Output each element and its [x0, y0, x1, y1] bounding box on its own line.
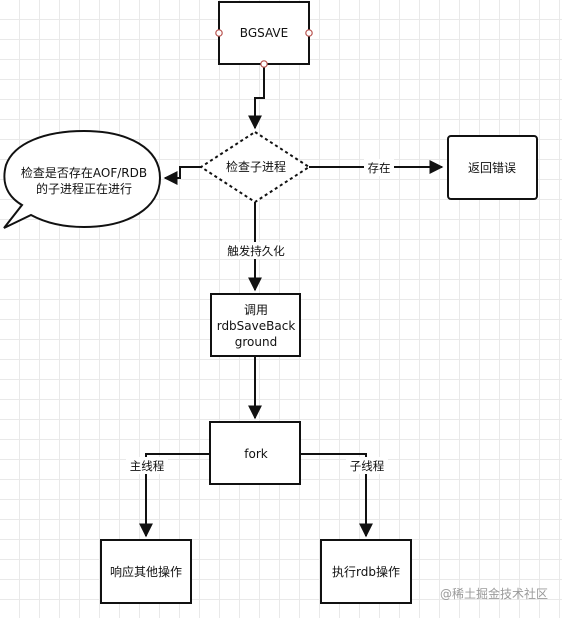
connection-point-left[interactable] — [215, 29, 223, 37]
edge-fork-to-respond — [139, 453, 210, 538]
edge-label-main-thread: 主线程 — [126, 457, 168, 474]
edge-label-child-thread: 子线程 — [346, 457, 388, 474]
node-callout-line1: 检查是否存在AOF/RDB — [21, 165, 147, 180]
node-fork[interactable]: fork — [209, 421, 301, 485]
node-return-error-label: 返回错误 — [468, 161, 516, 175]
node-respond-other-label: 响应其他操作 — [110, 564, 182, 579]
edge-fork-to-exec — [300, 453, 373, 538]
node-bgsave-label: BGSAVE — [240, 26, 288, 40]
watermark: @稀土掘金技术社区 — [440, 586, 548, 601]
node-check-child-label: 检查子进程 — [226, 159, 286, 174]
connection-point-right[interactable] — [305, 29, 313, 37]
edge-bgsave-to-check — [248, 64, 265, 130]
node-fork-label: fork — [244, 447, 268, 461]
node-callout-bubble[interactable]: 检查是否存在AOF/RDB 的子进程正在进行 — [3, 129, 162, 229]
edge-check-to-callout — [163, 166, 204, 185]
edge-label-main-thread-text: 主线程 — [130, 459, 165, 473]
node-check-child-decision[interactable]: 检查子进程 — [199, 130, 311, 204]
edge-label-trigger-text: 触发持久化 — [227, 244, 285, 258]
node-respond-other[interactable]: 响应其他操作 — [100, 539, 192, 604]
node-call-line3: ground — [235, 335, 277, 349]
node-exec-rdb[interactable]: 执行rdb操作 — [320, 539, 412, 604]
edge-label-exists: 存在 — [364, 159, 394, 176]
edge-label-exists-text: 存在 — [368, 161, 391, 175]
node-call-line2: rdbSaveBack — [217, 319, 296, 333]
node-callout-line2: 的子进程正在进行 — [36, 181, 132, 196]
node-bgsave[interactable]: BGSAVE — [215, 1, 313, 68]
edge-label-child-thread-text: 子线程 — [350, 459, 385, 473]
node-call-line1: 调用 — [244, 303, 268, 317]
connection-point-bottom[interactable] — [260, 60, 268, 68]
node-exec-rdb-label: 执行rdb操作 — [332, 564, 400, 579]
edge-label-trigger: 触发持久化 — [224, 242, 288, 259]
node-call-rdbsavebackground[interactable]: 调用 rdbSaveBack ground — [210, 293, 301, 357]
node-return-error[interactable]: 返回错误 — [447, 135, 538, 200]
